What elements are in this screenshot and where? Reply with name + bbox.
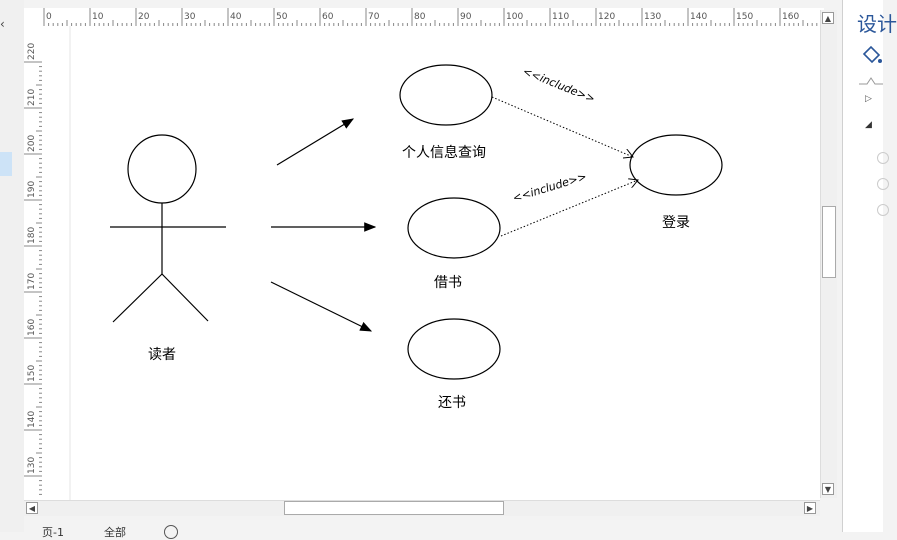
- radio-option-3[interactable]: [877, 204, 889, 216]
- ruler-label: 90: [460, 12, 472, 22]
- ruler-label: 180: [27, 227, 37, 244]
- ruler-label: 130: [644, 12, 661, 22]
- radio-option-1[interactable]: [877, 152, 889, 164]
- use-case-label: 借书: [434, 275, 462, 291]
- ruler-label: 160: [782, 12, 799, 22]
- ruler-label: 140: [27, 411, 37, 428]
- actor-left-leg: [112, 273, 163, 323]
- use-case-label: 个人信息查询: [402, 144, 486, 161]
- ruler-label: 110: [552, 12, 569, 22]
- ruler-label: 100: [506, 12, 523, 22]
- page-tab[interactable]: 页-1: [42, 526, 64, 539]
- ruler-label: 20: [138, 12, 150, 22]
- include-label-borrow: <<include>>: [511, 170, 588, 205]
- ruler-label: 210: [27, 89, 37, 106]
- actor-right-leg: [161, 273, 209, 322]
- ruler-label: 150: [736, 12, 753, 22]
- design-panel-title: 设计: [857, 12, 897, 36]
- ruler-label: 0: [46, 12, 52, 22]
- use-case-label: 登录: [662, 215, 690, 231]
- actor-head: [127, 134, 197, 204]
- ruler-label: 130: [27, 457, 37, 474]
- scroll-right-button[interactable]: ▶: [804, 502, 816, 514]
- add-page-icon[interactable]: [164, 525, 178, 539]
- association-arrow-return[interactable]: [270, 281, 373, 332]
- ruler-label: 120: [598, 12, 615, 22]
- use-case-ellipse: [629, 134, 723, 196]
- horizontal-scroll-thumb[interactable]: [284, 501, 504, 515]
- use-case-ellipse: [399, 64, 493, 126]
- ruler-label: 10: [92, 12, 104, 22]
- ruler-label: 150: [27, 365, 37, 382]
- ruler-label: 30: [184, 12, 196, 22]
- scroll-down-button[interactable]: ▼: [822, 483, 834, 495]
- actor-label: 读者: [148, 346, 176, 363]
- scroll-up-button[interactable]: ▲: [822, 12, 834, 24]
- use-case-borrow[interactable]: 借书: [407, 197, 501, 291]
- association-arrow-query[interactable]: [276, 118, 355, 166]
- all-pages-tab[interactable]: 全部: [104, 526, 126, 539]
- ruler-label: 70: [368, 12, 380, 22]
- design-panel: 设计 ▷ ◢: [842, 0, 897, 532]
- actor-reader[interactable]: 读者: [110, 134, 226, 363]
- ruler-label: 160: [27, 319, 37, 336]
- horizontal-ruler: 0 10 20 30 40 50 60 70 80 90 100 110 120 130 140 150 160: [24, 8, 824, 27]
- ruler-label: 140: [690, 12, 707, 22]
- collapse-section-icon[interactable]: ◢: [865, 120, 872, 130]
- fill-bucket-icon[interactable]: [861, 44, 883, 68]
- collapse-left-icon[interactable]: ‹: [0, 17, 5, 31]
- ruler-label: 40: [230, 12, 242, 22]
- ruler-label: 50: [276, 12, 288, 22]
- use-case-ellipse: [407, 318, 501, 380]
- ruler-label: 190: [27, 181, 37, 198]
- use-case-ellipse: [407, 197, 501, 259]
- include-dependency-borrow[interactable]: [500, 180, 638, 237]
- drawing-canvas[interactable]: 读者 个人信息查询 借书 还书 登录 <<include>> <<include…: [42, 26, 820, 500]
- page-tab-bar: 页-1 全部: [24, 516, 842, 539]
- left-panel-selection: [0, 152, 12, 176]
- use-case-return[interactable]: 还书: [407, 318, 501, 411]
- ruler-label: 170: [27, 273, 37, 290]
- radio-option-2[interactable]: [877, 178, 889, 190]
- ruler-label: 80: [414, 12, 426, 22]
- scroll-left-button[interactable]: ◀: [26, 502, 38, 514]
- ruler-label: 200: [27, 135, 37, 152]
- expand-section-icon[interactable]: ▷: [865, 94, 872, 104]
- vertical-scroll-thumb[interactable]: [822, 206, 836, 278]
- include-label-query: <<include>>: [521, 65, 597, 106]
- include-dependency-query[interactable]: [491, 96, 633, 157]
- use-case-label: 还书: [438, 395, 466, 411]
- vertical-ruler: 220 210 200 190 180 170 160 150 140 130: [24, 26, 43, 500]
- use-case-diagram: 读者 个人信息查询 借书 还书 登录 <<include>> <<include…: [69, 26, 723, 500]
- left-panel-strip: [0, 0, 24, 532]
- ruler-label: 220: [27, 43, 37, 60]
- ruler-label: 60: [322, 12, 334, 22]
- use-case-query[interactable]: 个人信息查询: [399, 64, 493, 161]
- section-divider-icon: [859, 77, 883, 85]
- use-case-login[interactable]: 登录: [629, 134, 723, 231]
